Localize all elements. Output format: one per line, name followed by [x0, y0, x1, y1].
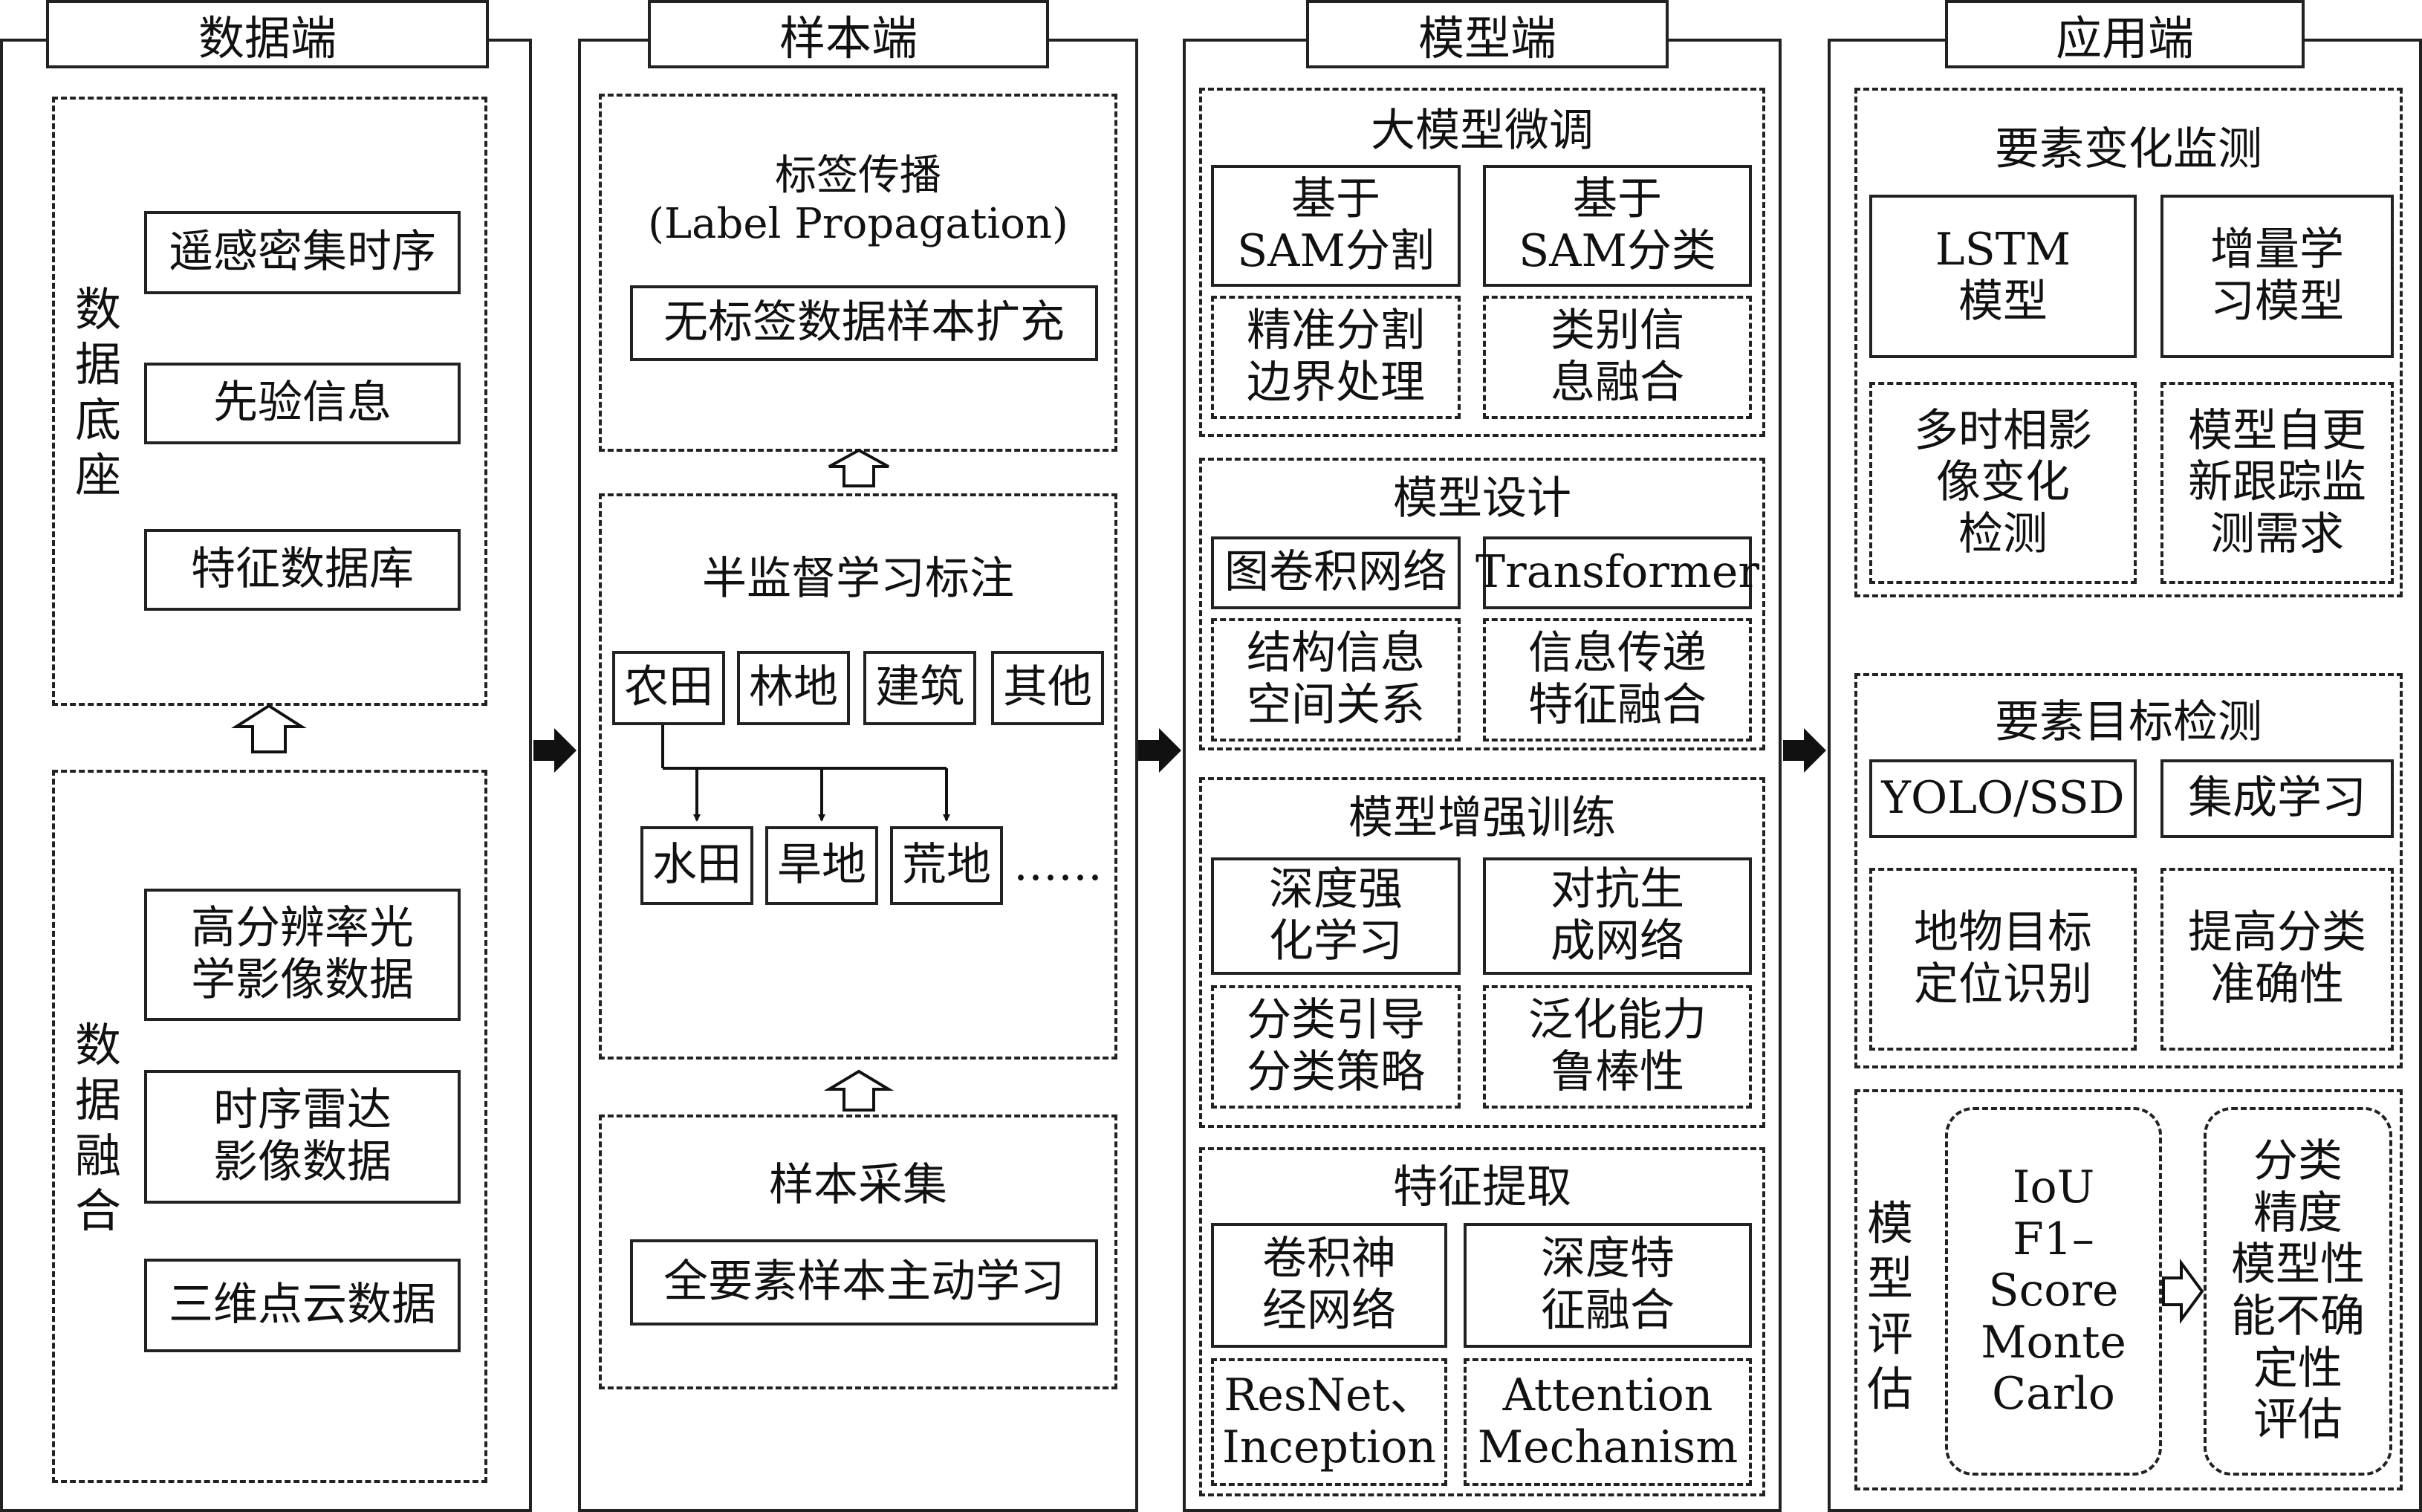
class-forest-box: 林地 — [737, 651, 850, 725]
classification-guidance-box: 分类引导 分类策略 — [1211, 985, 1461, 1109]
feature-extraction-title: 特征提取 — [1393, 1161, 1571, 1214]
subclass-paddy-box: 水田 — [640, 826, 753, 905]
unlabeled-expansion-box: 无标签数据样本扩充 — [630, 285, 1098, 361]
object-localization-box: 地物目标 定位识别 — [1869, 868, 2137, 1051]
transformer-box: Transformer — [1475, 536, 1759, 609]
message-passing-box: 信息传递 特征融合 — [1483, 618, 1752, 742]
model-design-group — [1199, 458, 1765, 750]
model-to-app-arrow-icon — [1783, 728, 1826, 773]
incremental-learning-box: 增量学 习模型 — [2160, 195, 2394, 358]
structure-spatial-box: 结构信息 空间关系 — [1211, 618, 1461, 742]
change-monitoring-title: 要素变化监测 — [1995, 123, 2262, 176]
change-monitoring-group — [1854, 88, 2403, 597]
attention-mechanism-box: Attention Mechanism — [1464, 1358, 1752, 1486]
yolo-ssd-box: YOLO/SSD — [1869, 759, 2137, 838]
sam-segmentation-box: 基于 SAM分割 — [1211, 165, 1461, 287]
accuracy-improvement-box: 提高分类 准确性 — [2160, 868, 2394, 1051]
self-updating-tracking-box: 模型自更 新跟踪监 测需求 — [2160, 382, 2394, 584]
model-evaluation-label: 模 型 评 估 — [1866, 1196, 1913, 1417]
enhanced-training-group — [1199, 777, 1765, 1128]
class-building-box: 建筑 — [863, 651, 976, 725]
evaluation-metrics-box: IoU F1–Score Monte Carlo — [1945, 1107, 2162, 1476]
data-fusion-group — [52, 770, 487, 1483]
data-to-sample-arrow-icon — [533, 728, 577, 773]
data-end-title: 数据端 — [46, 0, 489, 68]
gcn-box: 图卷积网络 — [1211, 536, 1461, 609]
model-evaluation-group — [1854, 1089, 2403, 1490]
remote-sensing-timeseries-box: 遥感密集时序 — [144, 211, 461, 294]
deep-feature-fusion-box: 深度特 征融合 — [1464, 1223, 1752, 1348]
sampling-title: 样本采集 — [769, 1159, 947, 1212]
deep-rl-box: 深度强 化学习 — [1211, 857, 1461, 975]
object-detection-group — [1854, 673, 2403, 1068]
category-fusion-box: 类别信 息融合 — [1483, 296, 1752, 419]
enhanced-training-title: 模型增强训练 — [1348, 792, 1616, 845]
resnet-inception-box: ResNet、 Inception — [1211, 1358, 1447, 1486]
subclass-ellipsis: …… — [1013, 839, 1103, 892]
lstm-model-box: LSTM 模型 — [1869, 195, 2137, 358]
prior-info-box: 先验信息 — [144, 363, 461, 444]
class-farmland-box: 农田 — [612, 651, 725, 725]
optical-imagery-box: 高分辨率光 学影像数据 — [144, 889, 461, 1021]
data-foundation-label: 数 据 底 座 — [74, 282, 121, 503]
ensemble-learning-box: 集成学习 — [2160, 759, 2394, 838]
model-finetune-group — [1199, 88, 1765, 437]
sample-end-title: 样本端 — [648, 0, 1049, 68]
multitemporal-change-box: 多时相影 像变化 检测 — [1869, 382, 2137, 584]
gan-box: 对抗生 成网络 — [1483, 857, 1752, 975]
class-other-box: 其他 — [991, 651, 1104, 725]
semi-supervised-title: 半监督学习标注 — [702, 553, 1014, 606]
model-design-title: 模型设计 — [1393, 473, 1571, 525]
sampling-group — [599, 1114, 1117, 1389]
subclass-wasteland-box: 荒地 — [890, 826, 1003, 905]
label-propagation-title: 标签传播 (Label Propagation) — [648, 152, 1068, 248]
data-fusion-label: 数 据 融 合 — [74, 1018, 121, 1239]
subclass-dryland-box: 旱地 — [765, 826, 878, 905]
generalization-box: 泛化能力 鲁棒性 — [1483, 985, 1752, 1109]
model-end-title: 模型端 — [1306, 0, 1669, 68]
feature-extraction-group — [1199, 1147, 1765, 1496]
cnn-box: 卷积神 经网络 — [1211, 1223, 1447, 1348]
evaluation-result-box: 分类 精度 模型性 能不确 定性 评估 — [2204, 1107, 2392, 1476]
app-end-title: 应用端 — [1945, 0, 2305, 68]
semi-supervised-group — [599, 493, 1117, 1060]
object-detection-title: 要素目标检测 — [1995, 696, 2262, 749]
model-finetune-title: 大模型微调 — [1371, 105, 1594, 158]
sam-classification-box: 基于 SAM分类 — [1483, 165, 1752, 287]
radar-imagery-box: 时序雷达 影像数据 — [144, 1070, 461, 1204]
point-cloud-box: 三维点云数据 — [144, 1259, 461, 1352]
boundary-processing-box: 精准分割 边界处理 — [1211, 296, 1461, 419]
feature-database-box: 特征数据库 — [144, 529, 461, 611]
sample-to-model-arrow-icon — [1138, 728, 1181, 773]
active-learning-box: 全要素样本主动学习 — [630, 1239, 1098, 1326]
